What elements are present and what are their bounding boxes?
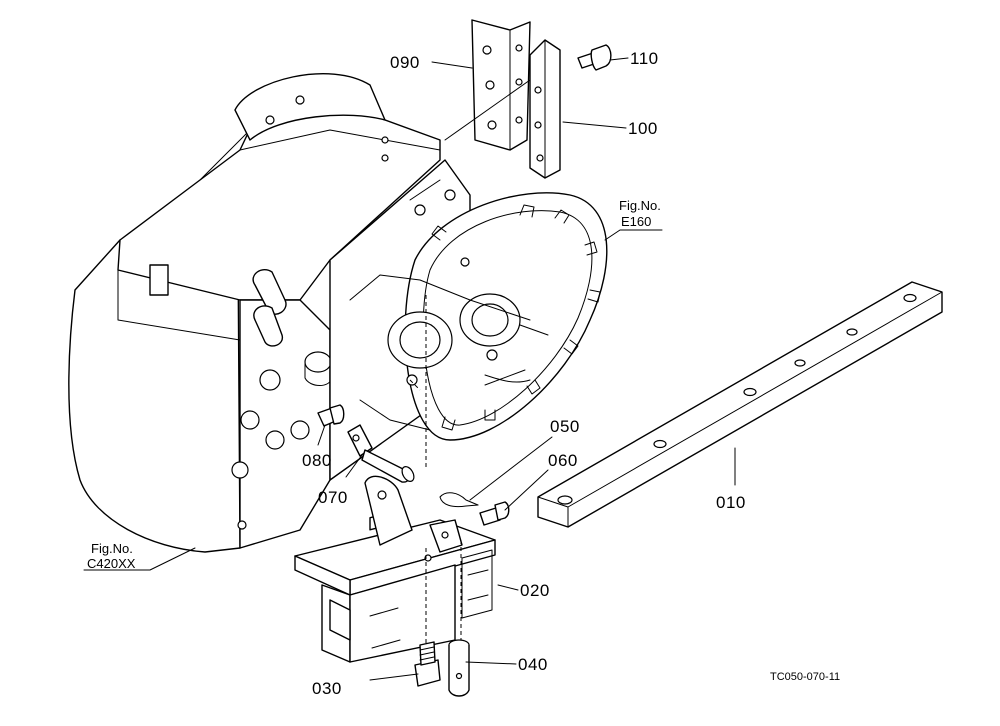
part-020-hitch-bracket (294, 475, 496, 663)
figure-ref-e160: Fig.No. E160 (619, 198, 661, 229)
label-030: 030 (312, 679, 342, 698)
label-040: 040 (518, 655, 548, 674)
label-110: 110 (630, 49, 659, 68)
drawing-code: TC050-070-11 (770, 671, 840, 683)
part-090-angle-bracket (471, 19, 531, 151)
part-110-bolt (577, 44, 612, 71)
part-040-pin (448, 639, 470, 697)
label-070: 070 (318, 488, 348, 507)
label-090: 090 (390, 53, 420, 72)
assembly-dashed-lines (409, 295, 462, 645)
part-070-pin-with-tab (347, 424, 415, 483)
leader-lines (83, 57, 736, 681)
label-100: 100 (628, 119, 658, 138)
label-010: 010 (716, 493, 746, 512)
label-050: 050 (550, 417, 580, 436)
label-060: 060 (548, 451, 578, 470)
part-080-grease-nipple (317, 404, 345, 427)
figure-ref-c420xx-line2: C420XX (87, 556, 136, 571)
figure-ref-c420xx-line1: Fig.No. (91, 541, 133, 556)
label-080: 080 (302, 451, 332, 470)
figure-ref-e160-line2: E160 (621, 214, 651, 229)
part-010-drawbar (537, 281, 943, 528)
figure-ref-e160-line1: Fig.No. (619, 198, 661, 213)
callout-labels: 090 110 100 050 060 080 070 010 020 040 … (302, 49, 746, 698)
label-020: 020 (520, 581, 550, 600)
part-030-bolt (414, 641, 441, 687)
transmission-housing (68, 72, 608, 553)
part-050-r-clip (439, 492, 479, 508)
figure-ref-c420xx: Fig.No. C420XX (87, 541, 136, 571)
part-060-grease-nipple (479, 501, 510, 526)
part-100-strap-plate (529, 39, 561, 179)
